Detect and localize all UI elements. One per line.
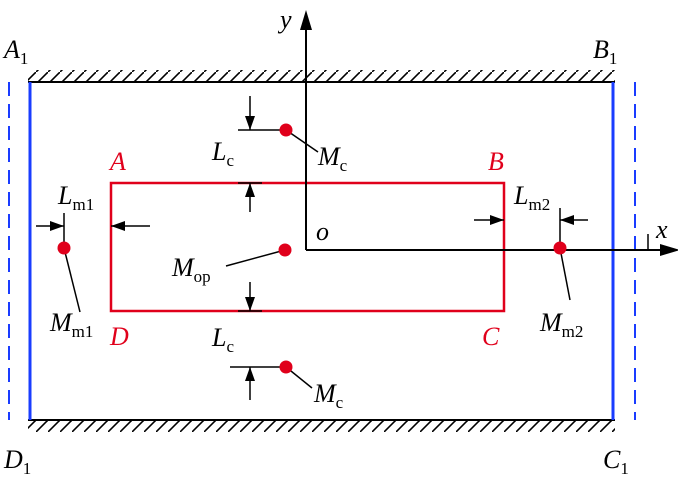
label-lm1: Lm1 [57, 181, 94, 214]
mop-leader [225, 249, 286, 267]
label-d1: D1 [3, 445, 31, 478]
label-mm1: Mm1 [49, 308, 93, 341]
label-mc-top: Mc [317, 142, 348, 175]
label-lc-top: Lc [211, 137, 234, 170]
x-axis [306, 244, 678, 256]
point-mm1 [57, 241, 71, 255]
label-a1: A1 [2, 35, 28, 68]
point-mc-bottom [279, 360, 293, 374]
lm2-dimension [474, 208, 588, 246]
point-mm2 [553, 241, 567, 255]
label-c: C [482, 322, 500, 351]
mm2-leader [559, 247, 571, 301]
bottom-wall [28, 419, 615, 432]
y-axis [300, 10, 312, 250]
label-b1: B1 [593, 35, 617, 68]
point-mc-top [279, 123, 293, 137]
lc-top-dimension [238, 96, 286, 212]
label-a: A [108, 147, 126, 176]
label-c1: C1 [603, 445, 629, 478]
rectangle-abcd [109, 181, 506, 313]
label-d: D [109, 322, 129, 351]
top-wall [28, 70, 615, 83]
label-b: B [488, 147, 504, 176]
label-origin: o [316, 217, 329, 246]
lm1-dimension [36, 213, 150, 246]
label-mop: Mop [171, 253, 211, 286]
label-lc-bottom: Lc [211, 323, 234, 356]
point-mop [278, 243, 292, 257]
label-x-axis: x [655, 215, 668, 244]
mm1-leader [63, 247, 81, 313]
lc-bottom-dimension [230, 282, 286, 400]
label-mm2: Mm2 [539, 308, 583, 341]
label-lm2: Lm2 [513, 181, 550, 214]
label-mc-bottom: Mc [313, 379, 344, 412]
label-y-axis: y [277, 5, 292, 34]
